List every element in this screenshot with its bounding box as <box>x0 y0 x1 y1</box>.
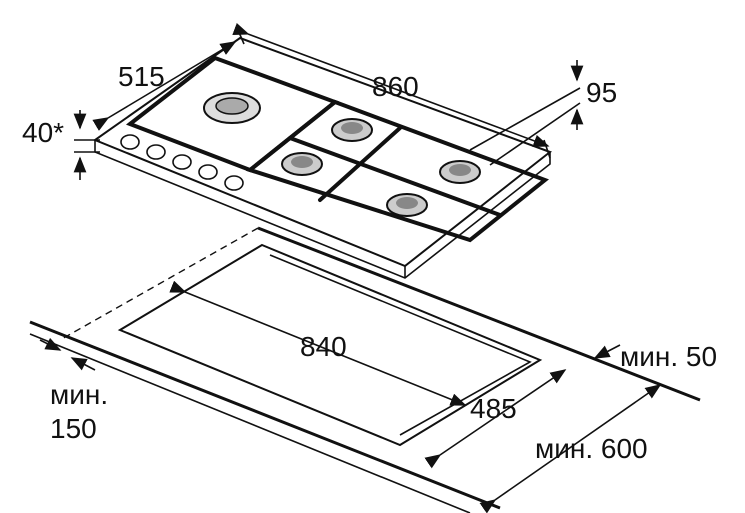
burner <box>331 118 373 142</box>
burner <box>281 152 323 176</box>
burner <box>386 193 428 217</box>
dim-min-side-label: мин. <box>50 379 108 410</box>
dim-cutout-depth: 485 <box>470 393 517 424</box>
dim-min-worktop: мин. 600 <box>535 433 648 464</box>
dim-hob-offset: 95 <box>586 77 617 108</box>
dim-min-back: мин. 50 <box>620 341 717 372</box>
dim-min-side-value: 150 <box>50 413 97 444</box>
dim-hob-height: 40* <box>22 117 64 148</box>
dim-hob-depth: 515 <box>118 61 165 92</box>
burner-wok <box>203 92 261 124</box>
burner <box>439 160 481 184</box>
worktop <box>29 226 701 513</box>
grate-main <box>245 99 550 243</box>
dim-cutout-width: 840 <box>300 331 347 362</box>
control-knobs <box>120 134 244 191</box>
dim-hob-width: 860 <box>372 71 419 102</box>
